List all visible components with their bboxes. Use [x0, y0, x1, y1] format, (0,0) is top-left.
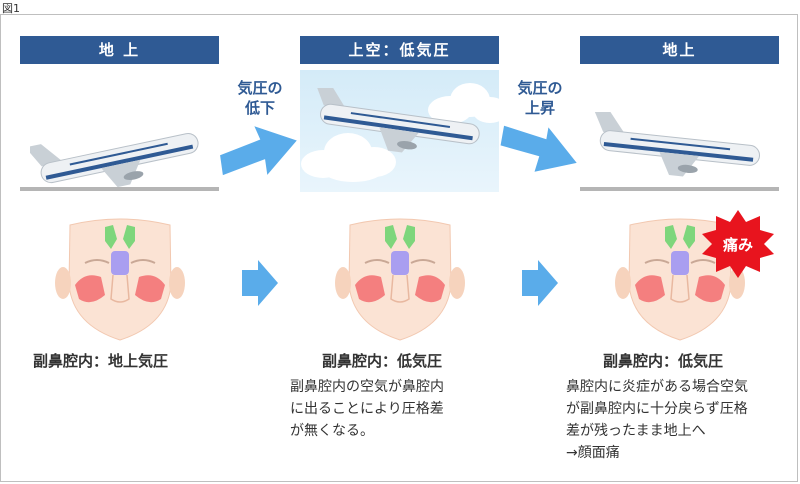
face-sinus-icon [55, 218, 185, 341]
face-sinus-icon [335, 218, 465, 341]
panel-3-title: 地上 [580, 36, 779, 64]
airplane-icon [593, 112, 761, 177]
transition-label-line: 気圧の [237, 79, 283, 97]
ground-line [20, 187, 219, 191]
transition-label-1: 気圧の 低下 [222, 78, 298, 118]
transition-label-line: 気圧の [517, 79, 563, 97]
transition-label-line: 低下 [244, 99, 275, 117]
pain-burst-icon [702, 210, 774, 278]
panel-3-caption-body: 鼻腔内に炎症がある場合空気 が副鼻腔内に十分戻らず圧格 差が残ったまま地上へ →… [566, 376, 748, 464]
ground-line [580, 187, 779, 191]
figure-label: 図1 [2, 2, 20, 15]
panel-2-caption-body: 副鼻腔内の空気が鼻腔内 に出ることにより圧格差 が無くなる。 [290, 376, 444, 442]
panel-1-title: 地 上 [20, 36, 219, 64]
airplane-icon [30, 132, 199, 188]
panel-3-caption-title: 副鼻腔内：低気圧 [603, 352, 724, 370]
caption-line: →顔面痛 [566, 445, 620, 461]
caption-line: 副鼻腔内の空気が鼻腔内 [290, 379, 444, 395]
figure-frame [0, 14, 798, 482]
caption-line: に出ることにより圧格差 [290, 401, 444, 417]
caption-line: が無くなる。 [290, 423, 374, 439]
cloud-icon [301, 133, 396, 182]
caption-line: 鼻腔内に炎症がある場合空気 [566, 379, 748, 395]
panel-1-caption-title: 副鼻腔内：地上気圧 [33, 352, 169, 370]
right-arrow-icon [500, 125, 577, 172]
panel-2-caption-title: 副鼻腔内：低気圧 [322, 352, 443, 370]
transition-label-line: 上昇 [524, 99, 555, 117]
right-arrow-icon [522, 260, 558, 306]
face-sinus-icon [615, 218, 745, 341]
transition-label-2: 気圧の 上昇 [502, 78, 578, 118]
cloud-icon [428, 83, 508, 124]
caption-line: が副鼻腔内に十分戻らず圧格 [566, 401, 748, 417]
right-arrow-icon [242, 260, 278, 306]
airplane-icon [314, 88, 480, 153]
pain-badge-label: 痛み [722, 236, 753, 254]
caption-line: 差が残ったまま地上へ [566, 423, 706, 439]
right-arrow-icon [220, 126, 297, 176]
panel-2-title: 上空：低気圧 [300, 36, 499, 64]
